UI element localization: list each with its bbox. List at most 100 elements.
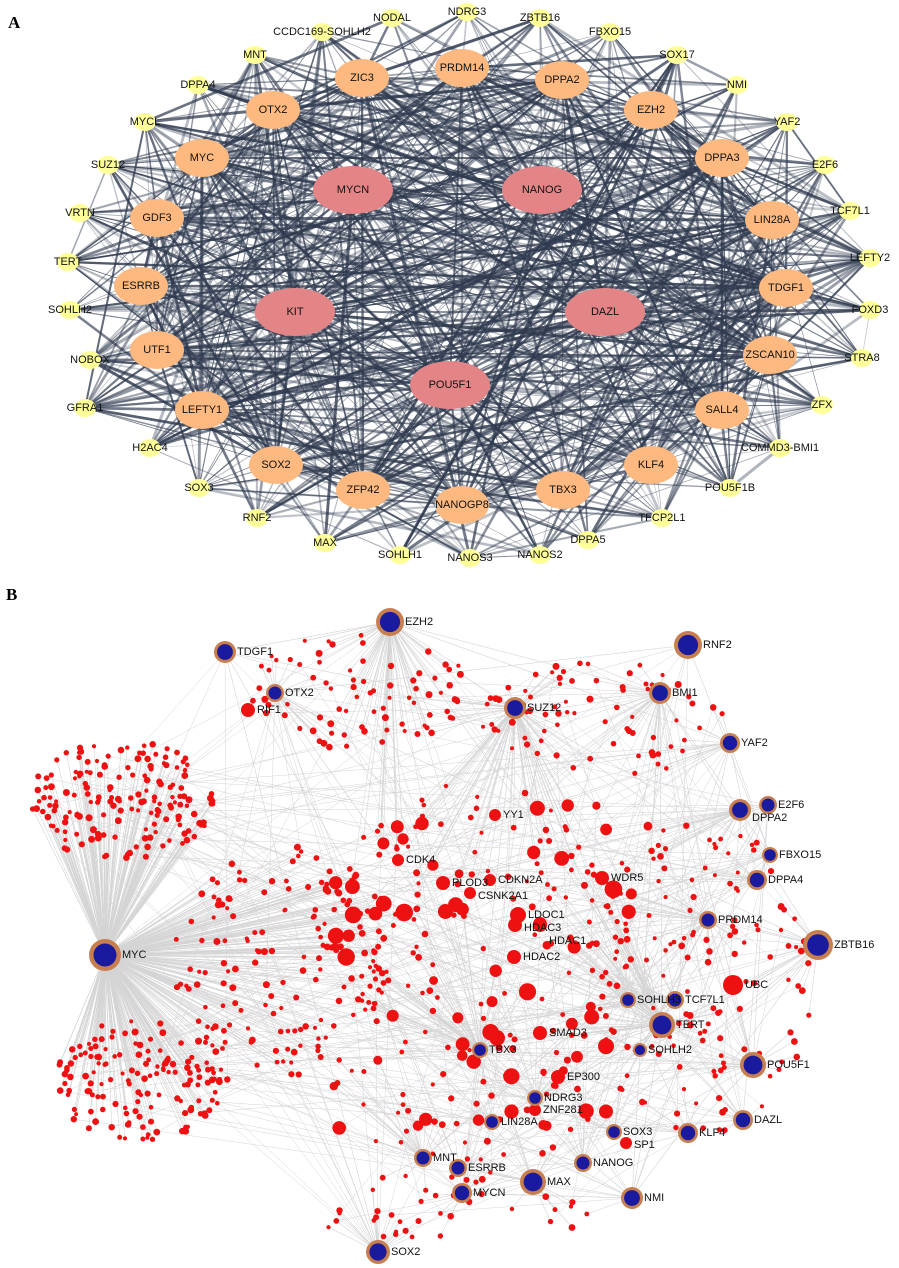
hub-yaf2[interactable]: [720, 733, 740, 753]
node-znf281[interactable]: [529, 1104, 541, 1116]
node-sp1[interactable]: [620, 1137, 632, 1149]
node-dppa3[interactable]: [695, 139, 749, 177]
node-yy1[interactable]: [489, 809, 501, 821]
node-vrtn[interactable]: [69, 204, 91, 222]
node-dazl[interactable]: [565, 288, 645, 336]
node-foxd3[interactable]: [859, 301, 881, 319]
node-kit[interactable]: [255, 288, 335, 336]
node-nanog[interactable]: [502, 166, 582, 214]
node-lefty1[interactable]: [175, 391, 229, 429]
node-dppa2[interactable]: [535, 61, 589, 99]
node-nodal[interactable]: [381, 9, 403, 27]
hub-esrrb[interactable]: [449, 1159, 467, 1177]
node-nobox[interactable]: [79, 351, 101, 369]
node-ndrg3[interactable]: [456, 3, 478, 21]
hub-myc[interactable]: [89, 939, 121, 971]
node-prdm14[interactable]: [435, 49, 489, 87]
node-otx2[interactable]: [246, 91, 300, 129]
node-utf1[interactable]: [130, 331, 184, 369]
node-gfra1[interactable]: [74, 399, 96, 417]
hub-e2f6[interactable]: [759, 796, 777, 814]
hub-pou5f1[interactable]: [740, 1052, 766, 1078]
node-myc[interactable]: [175, 139, 229, 177]
hub-prdm14[interactable]: [699, 911, 717, 929]
node-yaf2[interactable]: [776, 113, 798, 131]
hub-fbxo15[interactable]: [762, 847, 778, 863]
node-fbxo15[interactable]: [599, 23, 621, 41]
hub-lin28a[interactable]: [484, 1114, 500, 1130]
node-csnk2a1[interactable]: [464, 887, 476, 899]
node-pou5f1[interactable]: [410, 361, 490, 409]
node-zfp42[interactable]: [336, 471, 390, 509]
hub-dppa2[interactable]: [729, 799, 751, 821]
node-nanos3[interactable]: [459, 549, 481, 567]
node-cdk4[interactable]: [392, 854, 404, 866]
node-commd3-bmi1[interactable]: [769, 439, 791, 457]
node-sall4[interactable]: [695, 391, 749, 429]
node-tfcp2l1[interactable]: [651, 509, 673, 527]
hub-tcf7l1[interactable]: [666, 991, 684, 1009]
node-smad3[interactable]: [533, 1026, 547, 1040]
node-sohlh2[interactable]: [59, 301, 81, 319]
hub-rnf2[interactable]: [674, 631, 702, 659]
node-ccdc169-sohlh2[interactable]: [311, 23, 333, 41]
node-sox3[interactable]: [188, 479, 210, 497]
node-ubc[interactable]: [723, 975, 743, 995]
hub-sox3[interactable]: [606, 1124, 622, 1140]
node-hdac3[interactable]: [508, 918, 522, 932]
hub-sohlh2[interactable]: [633, 1043, 647, 1057]
node-plod3[interactable]: [436, 876, 450, 890]
hub-tdgf1[interactable]: [214, 641, 236, 663]
node-tcf7l1[interactable]: [839, 202, 861, 220]
node-esrrb[interactable]: [114, 267, 168, 305]
hub-tert[interactable]: [649, 1012, 675, 1038]
hub-klf4[interactable]: [678, 1123, 698, 1143]
node-zfx[interactable]: [811, 396, 833, 414]
hub-dppa4[interactable]: [747, 870, 767, 890]
hub-ndrg3[interactable]: [527, 1090, 543, 1106]
node-tdgf1[interactable]: [759, 269, 813, 307]
node-gdf3[interactable]: [130, 199, 184, 237]
node-max[interactable]: [314, 534, 336, 552]
node-zic3[interactable]: [335, 59, 389, 97]
node-lefty2[interactable]: [859, 249, 881, 267]
node-sox17[interactable]: [666, 46, 688, 64]
node-pou5f1b[interactable]: [719, 479, 741, 497]
node-zbtb16[interactable]: [529, 9, 551, 27]
node-wdr5[interactable]: [595, 871, 609, 885]
node-rif1[interactable]: [241, 703, 255, 717]
hub-mnt[interactable]: [414, 1149, 432, 1167]
hub-ezh2[interactable]: [376, 608, 404, 636]
node-rnf2[interactable]: [246, 509, 268, 527]
hub-sox2[interactable]: [366, 1240, 390, 1264]
node-nanogp8[interactable]: [435, 486, 489, 524]
hub-nmi[interactable]: [621, 1187, 643, 1209]
hub-otx2[interactable]: [266, 684, 284, 702]
node-sohlh1[interactable]: [389, 546, 411, 564]
node-hdac2[interactable]: [507, 950, 521, 964]
node-ep300[interactable]: [551, 1070, 565, 1084]
node-tert[interactable]: [57, 253, 79, 271]
node-dppa4[interactable]: [187, 76, 209, 94]
hub-bmi1[interactable]: [649, 682, 671, 704]
hub-mycn[interactable]: [452, 1183, 472, 1203]
node-tbx3[interactable]: [536, 471, 590, 509]
node-klf4[interactable]: [624, 446, 678, 484]
node-ezh2[interactable]: [624, 91, 678, 129]
node-cdkn2a[interactable]: [484, 874, 496, 886]
hub-max[interactable]: [520, 1169, 546, 1195]
node-e2f6[interactable]: [814, 156, 836, 174]
node-dppa5[interactable]: [577, 531, 599, 549]
node-suz12[interactable]: [97, 156, 119, 174]
hub-zbtb16[interactable]: [803, 930, 833, 960]
node-hdac1[interactable]: [533, 918, 547, 932]
node-mnt[interactable]: [244, 46, 266, 64]
node-mycn[interactable]: [313, 166, 393, 214]
hub-dazl[interactable]: [733, 1110, 753, 1130]
node-nanos2[interactable]: [529, 546, 551, 564]
node-nmi[interactable]: [726, 76, 748, 94]
hub-suz12[interactable]: [504, 697, 526, 719]
node-mycl[interactable]: [134, 113, 156, 131]
hub-tbx3[interactable]: [472, 1042, 488, 1058]
node-lin28a[interactable]: [745, 201, 799, 239]
